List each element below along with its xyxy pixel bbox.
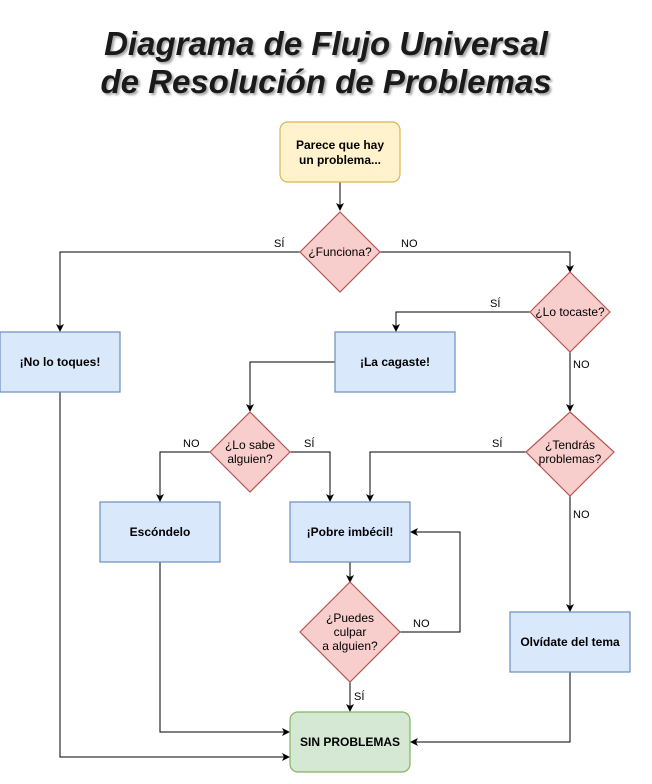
edge-labels: SÍ NO SÍ NO NO SÍ SÍ NO NO SÍ — [182, 236, 594, 703]
node-start: Parece que hay un problema... — [279, 121, 401, 183]
label-sabe-si: SÍ — [304, 437, 315, 450]
edge-escondelo-to-end — [159, 562, 290, 736]
edge-tendras-si — [366, 451, 530, 502]
node-olvidate-label: Olvídate del tema — [520, 635, 620, 649]
node-lo-sabe-alguien: ¿Lo sabe alguien? — [209, 411, 291, 493]
label-tendras-no: NO — [573, 509, 590, 521]
node-no-lo-toques-label: ¡No lo toques! — [20, 355, 101, 369]
node-pobre-imbecil: ¡Pobre imbécil! — [289, 501, 411, 563]
node-escondelo-label: Escóndelo — [130, 525, 191, 539]
node-start-line-1: Parece que hay — [296, 138, 384, 152]
node-funciona-label: ¿Funciona? — [308, 245, 372, 259]
node-funciona: ¿Funciona? — [299, 211, 381, 293]
edge-sabe-si — [290, 451, 334, 502]
node-olvidate-del-tema: Olvídate del tema — [509, 611, 631, 673]
node-lo-sabe-line-2: alguien? — [227, 452, 273, 466]
edge-tocaste-si — [392, 311, 530, 332]
edge-cagaste-to-sabe — [246, 361, 335, 412]
edge-sabe-no — [156, 451, 210, 502]
edge-culpar-no — [400, 528, 461, 633]
label-tendras-si: SÍ — [492, 437, 503, 450]
node-culpar-line-2: culpar — [334, 625, 367, 639]
node-sin-problemas-label: SIN PROBLEMAS — [300, 735, 400, 749]
node-pobre-imbecil-label: ¡Pobre imbécil! — [307, 525, 394, 539]
edge-noloquetes-to-end — [59, 392, 290, 761]
node-lo-sabe-line-1: ¿Lo sabe — [225, 438, 275, 452]
node-start-line-2: un problema... — [299, 153, 381, 167]
node-sin-problemas: SIN PROBLEMAS — [289, 711, 411, 773]
edge-olvidate-to-end — [410, 672, 571, 746]
page-title-line-1: Diagrama de Flujo Universal — [104, 25, 548, 62]
edge-funciona-si — [56, 251, 300, 332]
node-tendras-problemas: ¿Tendrás problemas? — [525, 411, 615, 497]
label-culpar-si: SÍ — [354, 690, 365, 703]
node-escondelo: Escóndelo — [99, 501, 221, 563]
label-tocaste-no: NO — [573, 359, 590, 371]
node-lo-tocaste: ¿Lo tocaste? — [529, 271, 611, 353]
node-culpar-line-3: a alguien? — [322, 639, 378, 653]
label-funciona-si: SÍ — [274, 237, 285, 250]
node-tendras-line-1: ¿Tendrás — [545, 438, 595, 452]
node-tendras-line-2: problemas? — [539, 452, 602, 466]
node-no-lo-toques: ¡No lo toques! — [0, 331, 121, 393]
node-lo-tocaste-label: ¿Lo tocaste? — [535, 305, 605, 319]
edge-funciona-no — [380, 251, 574, 273]
label-tocaste-si: SÍ — [490, 297, 501, 310]
node-puedes-culpar: ¿Puedes culpar a alguien? — [299, 581, 401, 683]
node-culpar-line-1: ¿Puedes — [326, 611, 374, 625]
page-title-line-2: de Resolución de Problemas — [100, 63, 552, 100]
label-funciona-no: NO — [401, 238, 418, 250]
edges — [56, 182, 574, 761]
label-sabe-no: NO — [183, 438, 200, 450]
node-la-cagaste-label: ¡La cagaste! — [360, 355, 430, 369]
node-la-cagaste: ¡La cagaste! — [334, 331, 456, 393]
label-culpar-no: NO — [413, 618, 430, 630]
